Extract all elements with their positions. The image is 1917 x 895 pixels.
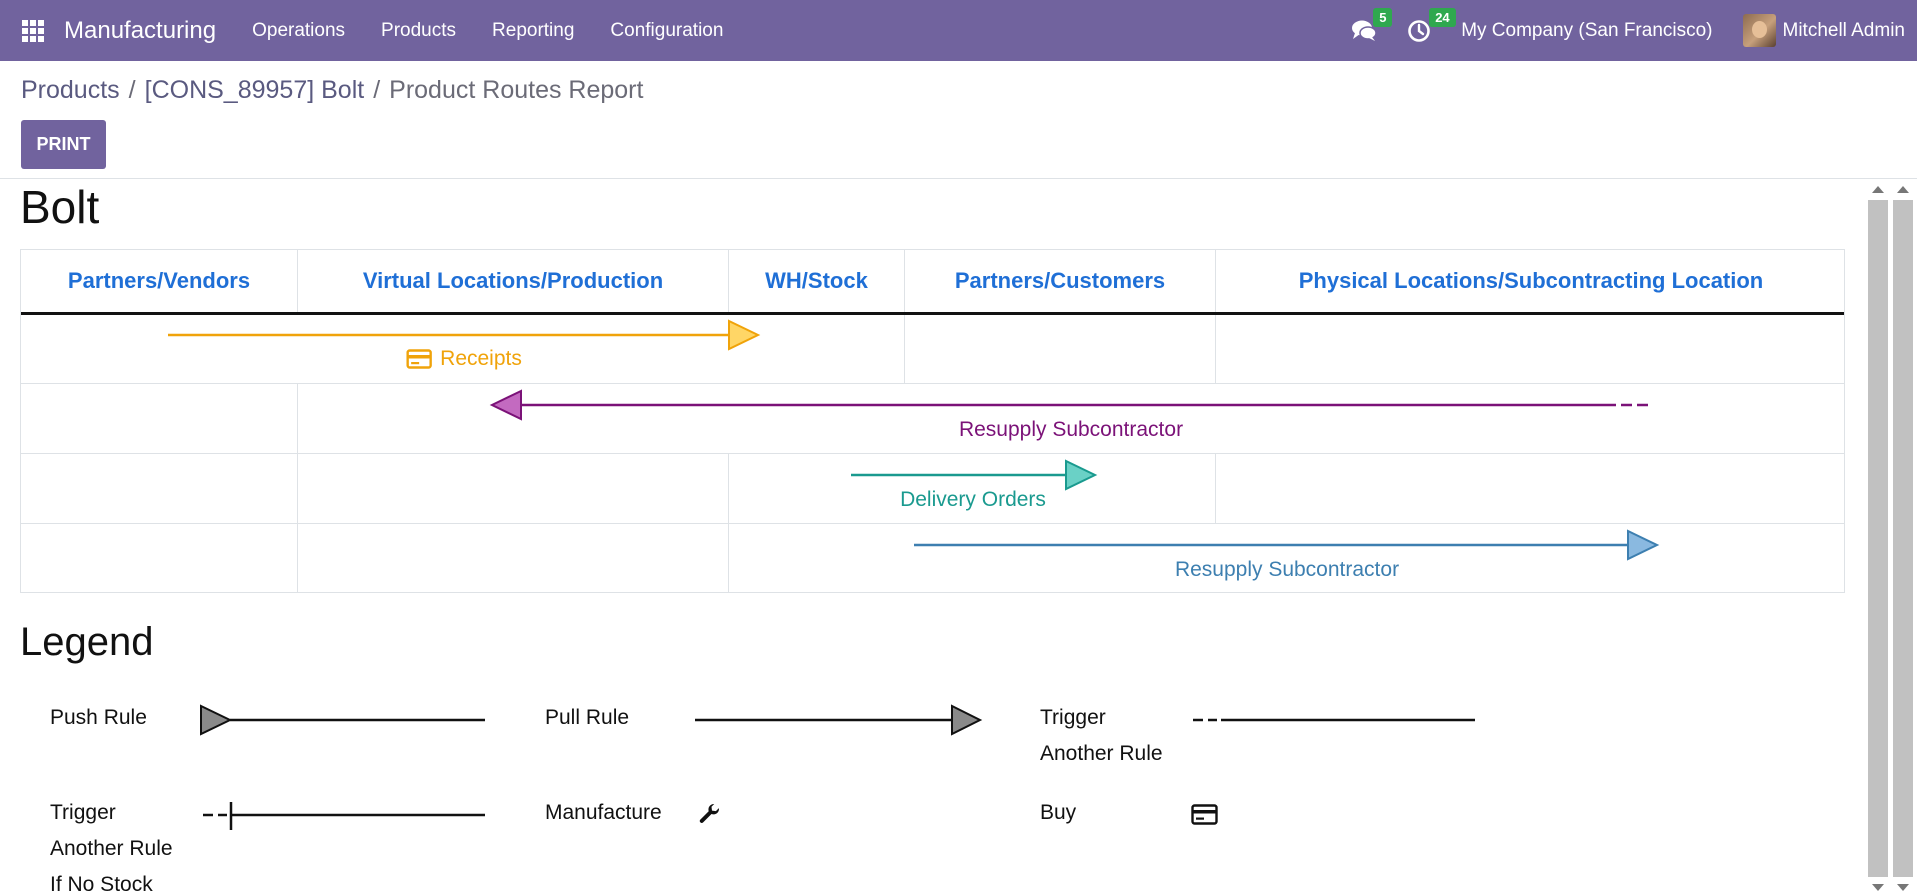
- route-receipts-label: Receipts: [440, 347, 522, 370]
- user-name: Mitchell Admin: [1782, 19, 1906, 41]
- scroll-down-icon[interactable]: [1872, 884, 1884, 891]
- cell-border: [297, 383, 298, 453]
- legend-trigger-nostock-symbol: [203, 802, 485, 830]
- legend-trigger-nostock-line3: If No Stock: [50, 873, 153, 895]
- wrench-icon: [699, 803, 720, 823]
- route-receipts: Receipts: [406, 347, 522, 371]
- legend-trigger-line1: Trigger: [1040, 706, 1106, 729]
- cell-border: [297, 453, 298, 523]
- legend-pull-label: Pull Rule: [545, 706, 630, 729]
- menu-operations[interactable]: Operations: [252, 19, 346, 41]
- routes-arrows: [168, 319, 1660, 561]
- cell-border: [728, 453, 729, 523]
- menu-configuration[interactable]: Configuration: [610, 19, 724, 41]
- apps-menu-icon[interactable]: [22, 19, 44, 42]
- scrollbar-thumb[interactable]: [1868, 200, 1888, 877]
- cell-border: [1215, 315, 1216, 383]
- route-resupply-push-arrow: [914, 529, 1660, 561]
- route-receipts-arrow: [168, 319, 761, 351]
- clock-icon: [1408, 19, 1431, 42]
- cell-border: [297, 523, 298, 593]
- row-border: [21, 383, 1844, 384]
- cell-border: [904, 315, 905, 383]
- column-header-customers: Partners/Customers: [954, 268, 1166, 293]
- menu-products[interactable]: Products: [381, 19, 457, 41]
- scroll-up-icon[interactable]: [1897, 186, 1909, 193]
- messages-count-badge: 5: [1373, 7, 1393, 27]
- credit-card-icon: [406, 349, 432, 369]
- route-resupply-pull-label: Resupply Subcontractor: [958, 418, 1184, 441]
- activities-count-badge: 24: [1429, 7, 1456, 27]
- route-delivery-arrow: [851, 459, 1098, 491]
- legend-trigger-nostock-line1: Trigger: [50, 801, 116, 824]
- column-header-vendors: Partners/Vendors: [67, 268, 251, 293]
- app-name[interactable]: Manufacturing: [64, 16, 217, 44]
- legend-push-symbol: [200, 704, 485, 736]
- breadcrumb-separator: /: [128, 76, 136, 104]
- legend-title: Legend: [20, 620, 154, 664]
- cell-border: [728, 250, 729, 312]
- routes-table: Partners/Vendors Virtual Locations/Produ…: [20, 249, 1845, 593]
- breadcrumb-separator: /: [373, 76, 381, 104]
- legend-trigger-nostock-label: Trigger Another Rule If No Stock: [50, 795, 173, 895]
- legend-trigger-nostock-line2: Another Rule: [50, 837, 173, 860]
- legend-pull-symbol: [695, 704, 983, 736]
- column-header-stock: WH/Stock: [765, 268, 868, 293]
- cell-border: [1215, 453, 1216, 523]
- avatar: [1742, 14, 1776, 47]
- report-scrollbar-inner[interactable]: [1893, 180, 1913, 895]
- row-border: [21, 453, 1844, 454]
- messages-button[interactable]: 5: [1351, 7, 1393, 43]
- scrollbar-thumb[interactable]: [1893, 200, 1913, 877]
- menu-reporting[interactable]: Reporting: [492, 19, 575, 41]
- route-resupply-pull-arrow: [489, 389, 1648, 421]
- top-navbar: Manufacturing Operations Products Report…: [0, 0, 1917, 61]
- row-border: [21, 523, 1844, 524]
- column-header-production: Virtual Locations/Production: [362, 268, 664, 293]
- activities-button[interactable]: 24: [1407, 7, 1456, 43]
- report-title: Bolt: [20, 181, 100, 233]
- header-separator: [21, 312, 1844, 315]
- legend-trigger-label: Trigger Another Rule: [1040, 700, 1163, 772]
- company-switcher[interactable]: My Company (San Francisco): [1461, 19, 1713, 41]
- breadcrumb-products[interactable]: Products: [21, 76, 120, 104]
- cell-border: [1215, 250, 1216, 312]
- user-menu[interactable]: Mitchell Admin: [1742, 14, 1906, 47]
- breadcrumb: Products / [CONS_89957] Bolt / Product R…: [21, 76, 643, 105]
- cell-border: [904, 250, 905, 312]
- column-header-subcontracting: Physical Locations/Subcontracting Locati…: [1298, 268, 1764, 293]
- scroll-up-icon[interactable]: [1872, 186, 1884, 193]
- breadcrumb-product[interactable]: [CONS_89957] Bolt: [144, 76, 365, 104]
- scroll-down-icon[interactable]: [1897, 884, 1909, 891]
- cell-border: [297, 250, 298, 312]
- legend-buy-label: Buy: [1040, 801, 1077, 824]
- control-panel-divider: [0, 178, 1917, 179]
- legend-manufacture-label: Manufacture: [545, 801, 662, 824]
- route-resupply-push-label: Resupply Subcontractor: [1174, 558, 1400, 581]
- breadcrumb-current: Product Routes Report: [389, 76, 644, 104]
- report-scrollbar-outer[interactable]: [1868, 180, 1888, 895]
- credit-card-icon: [1191, 804, 1218, 825]
- route-delivery-label: Delivery Orders: [900, 488, 1046, 511]
- cell-border: [728, 523, 729, 593]
- legend-trigger-line2: Another Rule: [1040, 742, 1163, 765]
- chat-icon: [1352, 20, 1377, 41]
- legend-push-label: Push Rule: [50, 706, 147, 729]
- print-button[interactable]: PRINT: [21, 120, 106, 169]
